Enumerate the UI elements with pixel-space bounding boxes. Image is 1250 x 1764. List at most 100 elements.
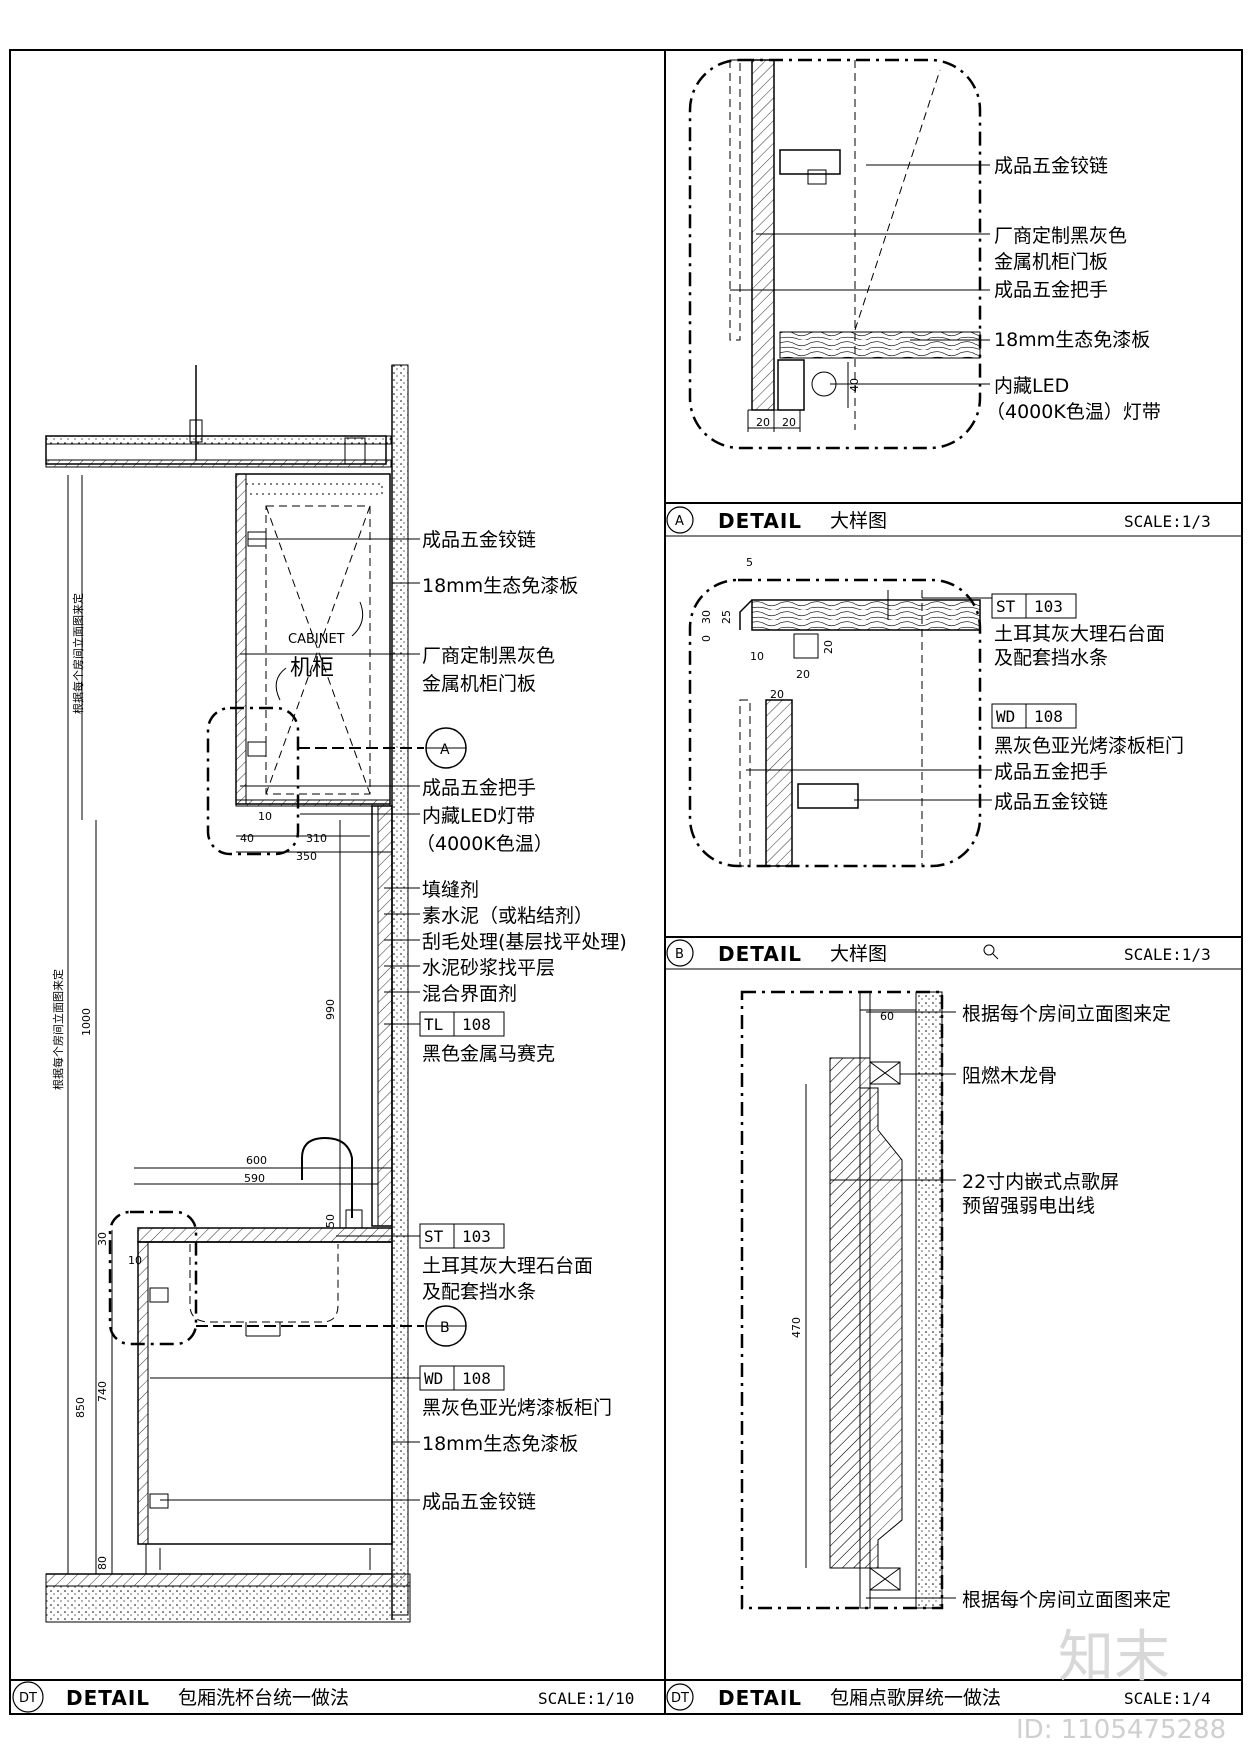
left-dims: 40 10 310 350 990 1000 600 590 30 50 10 … (74, 810, 337, 1570)
callout-cabinet-door-2: 金属机柜门板 (422, 673, 536, 695)
tag-wd-num: 108 (462, 1369, 491, 1388)
svg-text:740: 740 (96, 1381, 109, 1402)
svg-text:50: 50 (324, 1214, 337, 1228)
svg-text:60: 60 (880, 1010, 894, 1023)
tag-tl-num: 108 (462, 1015, 491, 1034)
callout-hinge-2: 成品五金铰链 (422, 1491, 536, 1513)
detail-dt2-callouts: 根据每个房间立面图来定 阻燃木龙骨 22寸内嵌式点歌屏 预留强弱电出线 根据每个… (790, 1003, 1171, 1611)
svg-text:DETAIL: DETAIL (718, 1686, 802, 1710)
svg-text:包厢点歌屏统一做法: 包厢点歌屏统一做法 (830, 1687, 1001, 1709)
svg-text:590: 590 (244, 1172, 265, 1185)
svg-text:22寸内嵌式点歌屏: 22寸内嵌式点歌屏 (962, 1171, 1119, 1193)
svg-text:SCALE:1/3: SCALE:1/3 (1124, 945, 1211, 964)
svg-text:108: 108 (1034, 707, 1063, 726)
callout-board-1: 18mm生态免漆板 (422, 575, 578, 597)
callout-cement: 素水泥（或粘结剂） (422, 905, 593, 927)
svg-text:470: 470 (790, 1317, 803, 1338)
svg-text:20: 20 (756, 416, 770, 429)
callout-led-temp: （4000K色温） (416, 833, 553, 855)
svg-text:（4000K色温）灯带: （4000K色温）灯带 (986, 401, 1161, 423)
svg-text:18mm生态免漆板: 18mm生态免漆板 (994, 329, 1150, 351)
left-tags: TL 108 ST 103 WD 108 (419, 1011, 505, 1391)
search-icon (983, 944, 995, 956)
svg-text:40: 40 (848, 378, 861, 392)
svg-text:40: 40 (240, 832, 254, 845)
callout-cabinet-door-1: 厂商定制黑灰色 (422, 645, 555, 667)
svg-text:大样图: 大样图 (830, 943, 887, 965)
vertical-note-1: 根据每个房间立面图来定 (71, 593, 85, 714)
svg-text:成品五金把手: 成品五金把手 (994, 761, 1108, 783)
title-tag-dt: DT (19, 1691, 37, 1706)
svg-text:成品五金铰链: 成品五金铰链 (994, 791, 1108, 813)
cabinet-label: CABINET (288, 632, 345, 647)
title-scale: SCALE:1/10 (538, 1689, 634, 1708)
detail-b-drawing (688, 578, 992, 868)
left-callouts: 成品五金铰链 18mm生态免漆板 厂商定制黑灰色 金属机柜门板 成品五金把手 内… (416, 529, 627, 1513)
svg-text:20: 20 (796, 668, 810, 681)
svg-text:及配套挡水条: 及配套挡水条 (994, 647, 1108, 669)
callout-marble-1: 土耳其灰大理石台面 (422, 1255, 593, 1277)
marker-b: B (440, 1320, 450, 1336)
svg-text:5: 5 (746, 556, 753, 569)
svg-text:内藏LED: 内藏LED (994, 375, 1069, 397)
vertical-note-2: 根据每个房间立面图来定 (51, 969, 65, 1090)
detail-b-callouts: 土耳其灰大理石台面 及配套挡水条 黑灰色亚光烤漆板柜门 成品五金把手 成品五金铰… (700, 556, 1184, 813)
title-bar-a: A DETAIL 大样图 SCALE:1/3 (666, 506, 1211, 534)
svg-text:310: 310 (306, 832, 327, 845)
detail-a-callouts: 成品五金铰链 厂商定制黑灰色 金属机柜门板 成品五金把手 18mm生态免漆板 内… (756, 155, 1161, 429)
svg-text:金属机柜门板: 金属机柜门板 (994, 251, 1108, 273)
watermark: 知末 ID: 1105475288 (1016, 1625, 1226, 1745)
watermark-id: ID: 1105475288 (1016, 1715, 1226, 1745)
svg-text:80: 80 (96, 1556, 109, 1570)
title-bar-dt2: DT DETAIL 包厢点歌屏统一做法 SCALE:1/4 (666, 1683, 1211, 1711)
svg-text:103: 103 (1034, 597, 1063, 616)
title-bar-b: B DETAIL 大样图 SCALE:1/3 (666, 939, 1211, 967)
title-bar-left: DT DETAIL 包厢洗杯台统一做法 SCALE:1/10 (12, 1681, 634, 1713)
svg-text:30: 30 (96, 1232, 109, 1246)
svg-text:0: 0 (700, 635, 713, 642)
callout-marble-2: 及配套挡水条 (422, 1281, 536, 1303)
svg-text:厂商定制黑灰色: 厂商定制黑灰色 (994, 225, 1127, 247)
svg-text:25: 25 (720, 610, 733, 624)
callout-handle: 成品五金把手 (422, 777, 536, 799)
svg-text:20: 20 (770, 688, 784, 701)
title-word: DETAIL (66, 1686, 150, 1710)
tag-st-code: ST (424, 1227, 444, 1246)
svg-text:DT: DT (671, 1691, 689, 1706)
svg-text:阻燃木龙骨: 阻燃木龙骨 (962, 1065, 1057, 1087)
marker-a: A (440, 742, 450, 758)
svg-text:B: B (675, 947, 684, 962)
callout-door-lacquer: 黑灰色亚光烤漆板柜门 (422, 1397, 612, 1419)
svg-text:A: A (675, 514, 684, 529)
svg-text:根据每个房间立面图来定: 根据每个房间立面图来定 (962, 1003, 1171, 1025)
svg-text:大样图: 大样图 (830, 510, 887, 532)
cabinet-cn-label: 机柜 (290, 656, 334, 681)
svg-text:20: 20 (782, 416, 796, 429)
svg-text:ST: ST (996, 597, 1016, 616)
tag-st-num: 103 (462, 1227, 491, 1246)
watermark-logo: 知末 (1058, 1625, 1170, 1690)
detail-dt2-drawing (740, 990, 956, 1610)
svg-text:WD: WD (996, 707, 1015, 726)
tag-tl-code: TL (424, 1015, 443, 1034)
callout-grout: 填缝剂 (422, 879, 479, 901)
svg-text:预留强弱电出线: 预留强弱电出线 (962, 1195, 1095, 1217)
svg-text:成品五金铰链: 成品五金铰链 (994, 155, 1108, 177)
tag-wd-code: WD (424, 1369, 443, 1388)
svg-text:30: 30 (700, 610, 713, 624)
svg-text:10: 10 (128, 1254, 142, 1267)
callout-mortar: 水泥砂浆找平层 (422, 957, 555, 979)
title-text: 包厢洗杯台统一做法 (178, 1687, 349, 1709)
callout-mosaic: 黑色金属马赛克 (422, 1043, 555, 1065)
detail-a-drawing (688, 58, 990, 450)
svg-text:850: 850 (74, 1397, 87, 1418)
callout-roughen: 刮毛处理(基层找平处理) (422, 931, 627, 953)
svg-text:10: 10 (750, 650, 764, 663)
svg-text:DETAIL: DETAIL (718, 942, 802, 966)
svg-text:990: 990 (324, 999, 337, 1020)
svg-text:黑灰色亚光烤漆板柜门: 黑灰色亚光烤漆板柜门 (994, 735, 1184, 757)
callout-interface: 混合界面剂 (422, 983, 517, 1005)
callout-board-2: 18mm生态免漆板 (422, 1433, 578, 1455)
svg-text:根据每个房间立面图来定: 根据每个房间立面图来定 (962, 1589, 1171, 1611)
